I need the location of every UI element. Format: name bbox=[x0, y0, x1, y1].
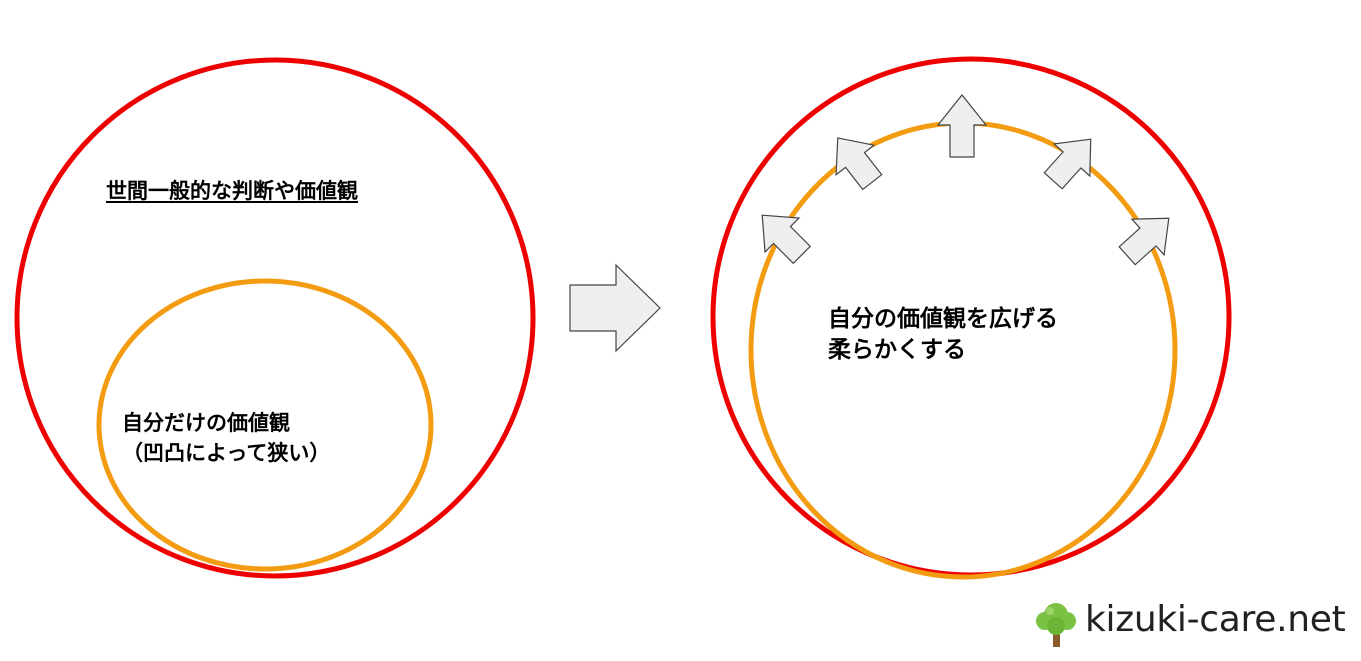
logo-text: kizuki-care.net bbox=[1085, 599, 1346, 640]
outward-arrow-4-icon bbox=[1043, 138, 1092, 190]
expand-values-label-line2: 柔らかくする bbox=[828, 336, 966, 363]
expand-values-label: 自分の価値観を広げる 柔らかくする bbox=[828, 305, 1058, 365]
tree-icon bbox=[1036, 603, 1076, 647]
society-values-label: 世間一般的な判断や価値観 bbox=[106, 179, 358, 203]
own-values-label: 自分だけの価値観 （凹凸によって狭い） bbox=[122, 410, 330, 467]
own-values-label-line2: （凹凸によって狭い） bbox=[122, 441, 331, 466]
outward-arrow-5-icon bbox=[1118, 217, 1170, 266]
outward-arrow-3-icon bbox=[936, 94, 988, 158]
left-diagram bbox=[14, 57, 536, 579]
site-logo[interactable]: kizuki-care.net bbox=[1033, 597, 1353, 653]
own-values-circle bbox=[96, 278, 434, 572]
right-diagram bbox=[710, 56, 1232, 580]
expand-values-label-line1: 自分の価値観を広げる bbox=[828, 306, 1058, 332]
arrow-right-icon bbox=[569, 263, 661, 353]
outward-arrow-1-icon bbox=[761, 214, 812, 265]
outward-arrow-2-icon bbox=[835, 137, 883, 191]
society-values-circle bbox=[14, 57, 536, 579]
own-values-label-line1: 自分だけの価値観 bbox=[122, 411, 290, 435]
